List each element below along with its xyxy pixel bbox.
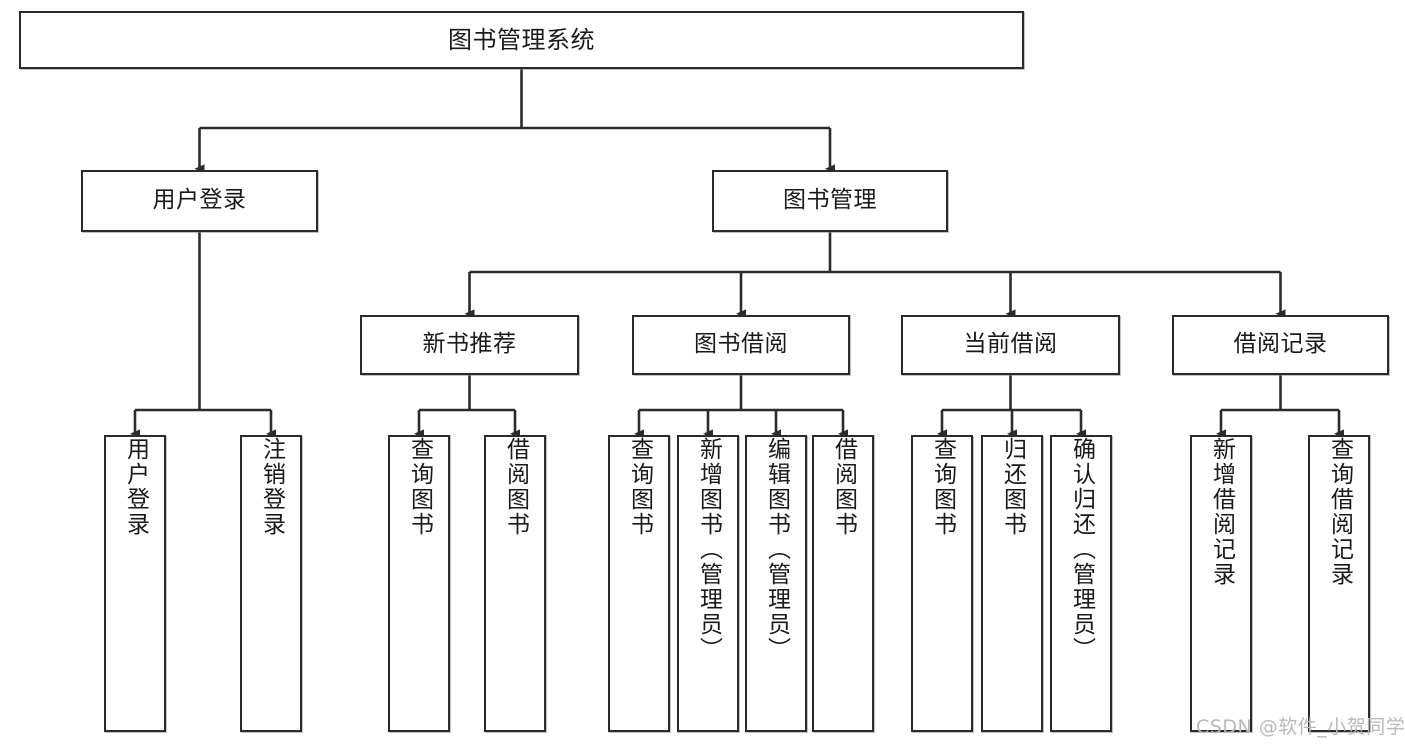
- node-current-borrow[interactable]: 当前借阅: [901, 315, 1120, 375]
- node-leaf-confirm-return[interactable]: 确认归还（管理员）: [1050, 435, 1112, 732]
- node-leaf-return-book[interactable]: 归还图书: [981, 435, 1043, 732]
- node-leaf-borrow-book-1[interactable]: 借阅图书: [484, 435, 546, 732]
- node-label: 确认归还（管理员）: [1068, 437, 1095, 662]
- node-label: 用户登录: [122, 437, 149, 537]
- node-label: 新书推荐: [422, 331, 517, 358]
- node-label: 查询图书: [406, 437, 433, 537]
- node-leaf-query-book-1[interactable]: 查询图书: [388, 435, 450, 732]
- node-leaf-add-record[interactable]: 新增借阅记录: [1190, 435, 1252, 732]
- node-label: 借阅图书: [830, 437, 857, 537]
- node-label: 当前借阅: [963, 331, 1058, 358]
- node-leaf-query-book-2[interactable]: 查询图书: [608, 435, 670, 732]
- node-leaf-query-record[interactable]: 查询借阅记录: [1308, 435, 1370, 732]
- node-book-borrow[interactable]: 图书借阅: [632, 315, 850, 375]
- node-label: 用户登录: [152, 187, 247, 214]
- node-book-manage[interactable]: 图书管理: [712, 170, 948, 232]
- node-label: 新增借阅记录: [1208, 437, 1235, 587]
- node-label: 图书管理系统: [448, 25, 595, 54]
- node-new-book-recommend[interactable]: 新书推荐: [360, 315, 579, 375]
- node-leaf-borrow-book-2[interactable]: 借阅图书: [812, 435, 874, 732]
- node-root[interactable]: 图书管理系统: [19, 11, 1024, 69]
- node-label: 新增图书（管理员）: [695, 437, 722, 662]
- csdn-watermark: CSDN @软件_小贺同学: [1196, 716, 1405, 738]
- node-leaf-query-book-3[interactable]: 查询图书: [911, 435, 973, 732]
- node-label: 图书管理: [783, 187, 877, 214]
- node-label: 借阅图书: [502, 437, 529, 537]
- node-label: 编辑图书（管理员）: [763, 437, 790, 662]
- node-leaf-edit-book[interactable]: 编辑图书（管理员）: [745, 435, 807, 732]
- node-label: 图书借阅: [694, 331, 788, 358]
- node-leaf-user-login[interactable]: 用户登录: [104, 435, 166, 732]
- node-borrow-record[interactable]: 借阅记录: [1172, 315, 1389, 375]
- node-leaf-logout[interactable]: 注销登录: [240, 435, 302, 732]
- node-label: 借阅记录: [1233, 331, 1328, 358]
- node-label: 注销登录: [258, 437, 285, 537]
- node-label: 查询图书: [929, 437, 956, 537]
- node-leaf-add-book[interactable]: 新增图书（管理员）: [677, 435, 739, 732]
- node-user-login[interactable]: 用户登录: [81, 170, 318, 232]
- node-label: 查询图书: [626, 437, 653, 537]
- node-label: 归还图书: [999, 437, 1026, 537]
- node-label: 查询借阅记录: [1326, 437, 1353, 587]
